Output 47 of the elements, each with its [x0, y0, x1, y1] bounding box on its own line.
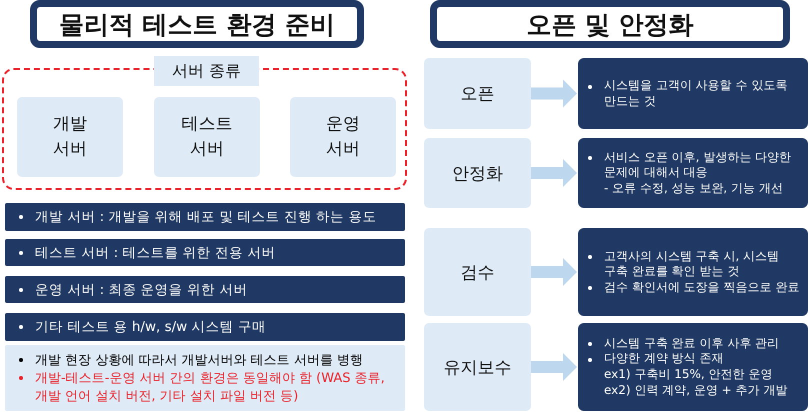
description-bar [5, 313, 405, 341]
bullet-text: ex1) 구축비 15%, 안전한 운영 [603, 367, 774, 383]
description-panel [578, 138, 808, 208]
description-bar [5, 203, 405, 231]
label-text: 유지보수 [444, 356, 512, 378]
label-text: 운영 서버 [325, 113, 361, 161]
block-arrow [531, 159, 577, 187]
group-heading: 서버 종류 [154, 56, 259, 86]
bullet-text: 개발 현장 상황에 따라서 개발서버와 테스트 서버를 병행 [13, 351, 397, 369]
server-box [17, 97, 123, 177]
stage-box [424, 138, 531, 208]
bullet-text: 시스템 구축 완료 이후 사후 관리 [582, 336, 804, 352]
heading-text: 물리적 테스트 환경 준비 [58, 8, 336, 40]
description-panel [578, 58, 808, 129]
block-arrow [531, 258, 577, 286]
label-text: 안정화 [452, 162, 503, 184]
block-arrow [531, 353, 577, 381]
bullet-text: 기타 테스트 용 h/w, s/w 시스템 구매 [13, 318, 397, 336]
description-panel [578, 228, 808, 316]
label-text: 오픈 [460, 83, 494, 105]
block-arrow [531, 80, 577, 108]
note-panel [5, 345, 405, 411]
heading-box [30, 0, 364, 48]
bullet-text: 고객사의 시스템 구축 시, 시스템 구축 완료를 확인 받는 것 [582, 248, 804, 280]
bullet-text: 테스트 서버 : 테스트를 위한 전용 서버 [13, 244, 397, 262]
label-text: 개발 서버 [52, 113, 88, 161]
description-bar [5, 276, 405, 303]
bullet-text: - 오류 수정, 성능 보완, 기능 개선 [603, 180, 784, 196]
server-box [154, 97, 260, 177]
bullet-text: 시스템을 고객이 사용할 수 있도록 만드는 것 [582, 78, 804, 110]
description-bar [5, 239, 405, 266]
stage-box [424, 228, 531, 316]
stage-box [424, 58, 531, 129]
label-text: 테스트 서버 [180, 113, 234, 161]
bullet-text: 검수 확인서에 도장을 찍음으로 완료 [582, 280, 804, 296]
bullet-text: 다양한 계약 방식 존재 [582, 351, 804, 367]
bullet-text: 서비스 오픈 이후, 발생하는 다양한 문제에 대해서 대응 [582, 150, 804, 181]
bullet-text: 개발 서버 : 개발을 위해 배포 및 테스트 진행 하는 용도 [13, 208, 397, 226]
bullet-text: ex2) 인력 계약, 운영 + 추가 개발 [603, 382, 788, 398]
server-box [290, 97, 396, 177]
bullet-text: 개발-테스트-운영 서버 간의 환경은 동일해야 함 (WAS 종류, 개발 언어 설치 버전, 기타 설치 파일 버전 등) [13, 369, 397, 405]
heading-text: 오픈 및 안정화 [526, 8, 694, 40]
label-text: 검수 [460, 262, 494, 284]
heading-box [430, 0, 790, 48]
stage-box [424, 323, 531, 411]
bullet-text: 운영 서버 : 최종 운영을 위한 서버 [13, 280, 397, 298]
description-panel [578, 323, 808, 411]
